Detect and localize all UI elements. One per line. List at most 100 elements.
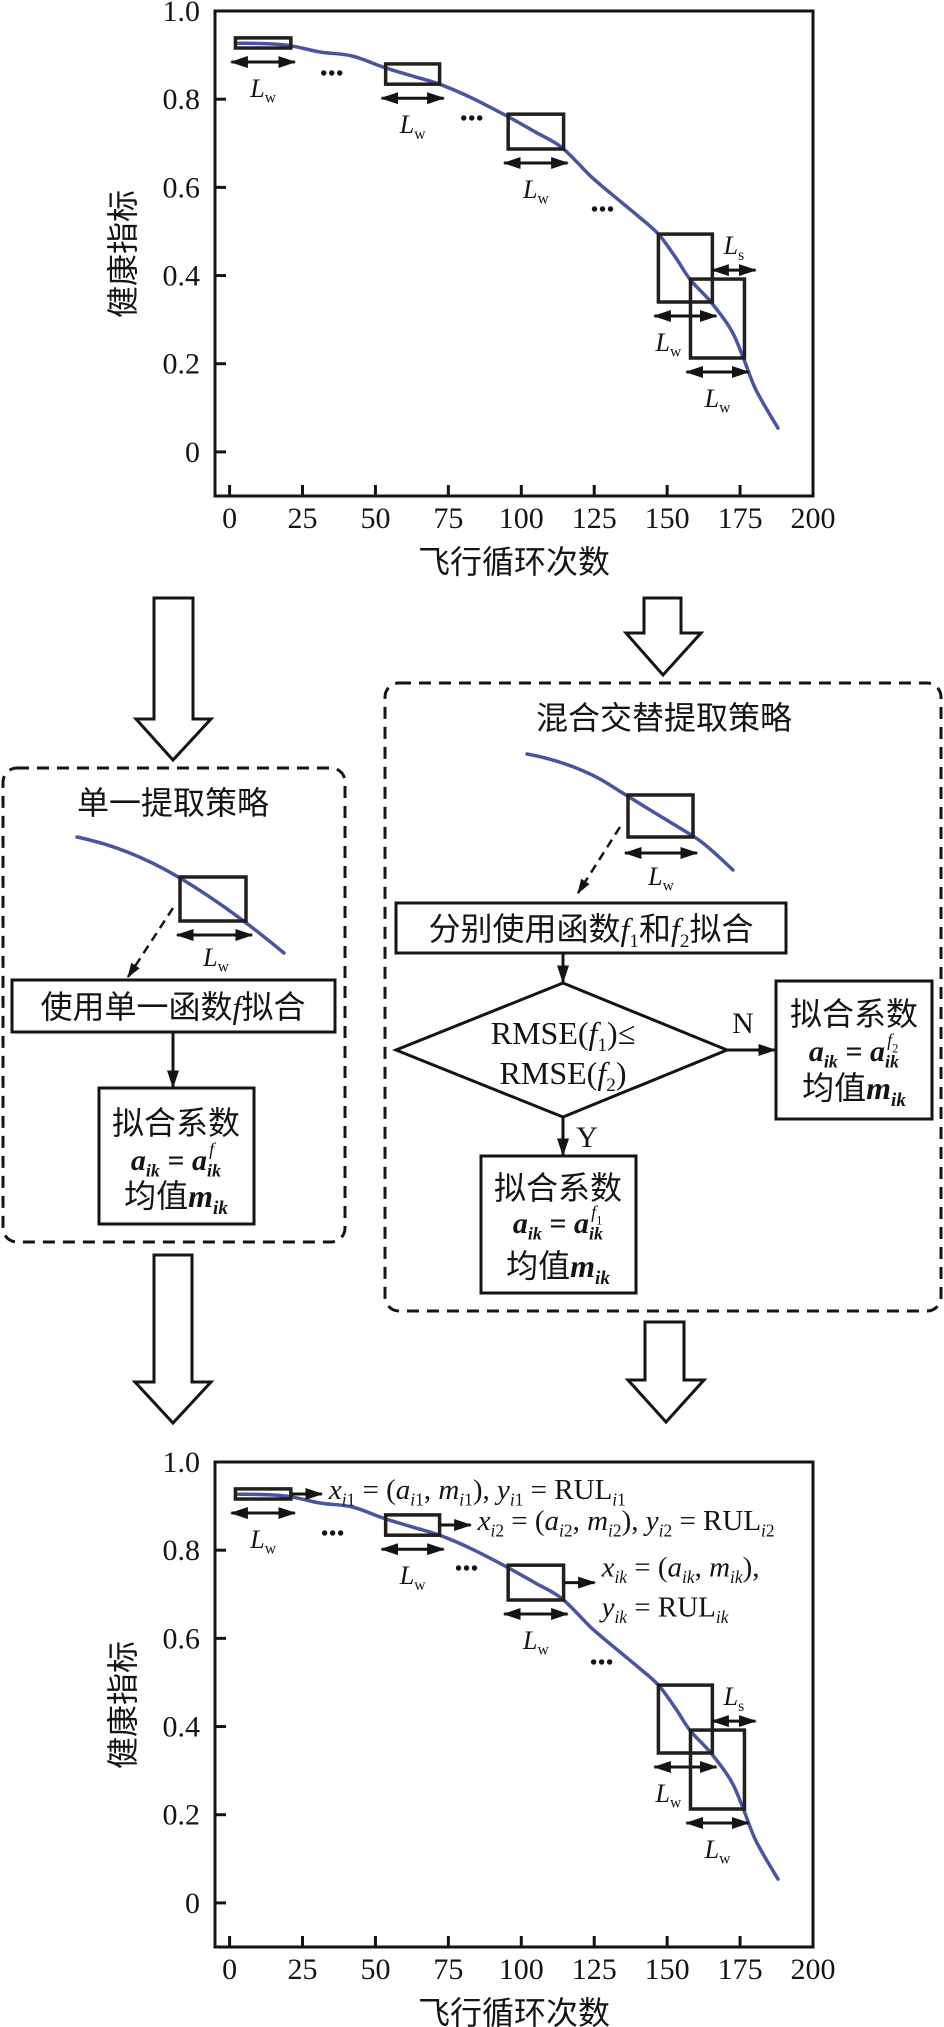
y-tick-label: 0 (185, 436, 200, 469)
text-segment: m (570, 1248, 595, 1284)
ellipsis-mark: ••• (460, 108, 484, 130)
text-segment: w (670, 344, 682, 361)
x-tick-label: 50 (360, 502, 390, 535)
text-segment: 拟合 (689, 911, 753, 947)
text-segment: a (574, 1207, 589, 1240)
text-segment: w (414, 1577, 426, 1594)
text-segment: i (659, 1520, 664, 1540)
text-segment: a (192, 1144, 207, 1177)
x-tick-label: 100 (499, 1953, 544, 1986)
result-box-f1 (479, 1154, 638, 1295)
text-segment: 拟合系数 (112, 1105, 240, 1141)
text-segment: L (249, 74, 264, 103)
window-length-label: Lw (522, 175, 549, 208)
text-segment: i (612, 1489, 617, 1509)
text-segment: i (559, 1520, 564, 1540)
x-tick-label: 0 (222, 502, 237, 535)
ellipsis-mark: ••• (455, 1558, 479, 1580)
text-segment: 拟合 (241, 989, 305, 1025)
text-segment: 1 (347, 1489, 356, 1509)
window-box (688, 1728, 747, 1811)
text-segment: 1 (515, 1489, 524, 1509)
hybrid-strategy-dashed-border (383, 681, 943, 1313)
text-segment: ik (146, 1161, 160, 1181)
text-segment: = (838, 1035, 870, 1068)
x-tick-label: 200 (791, 1953, 836, 1986)
single-result-box (97, 1086, 256, 1226)
result-title: 拟合系数 (790, 996, 918, 1032)
text-segment: i (490, 1520, 495, 1540)
ellipsis-mark: ••• (591, 199, 615, 221)
text-segment: ), (743, 1552, 760, 1584)
text-segment: 和 (639, 911, 671, 947)
window-box (506, 1563, 566, 1602)
y-tick-label: 0.8 (163, 1534, 201, 1567)
text-segment: 均值 (124, 1178, 188, 1214)
decision-condition-line2: RMSE(f2) (500, 1055, 627, 1096)
x-tick-label: 125 (572, 502, 617, 535)
text-segment: m (587, 1505, 608, 1537)
text-segment: = ( (504, 1505, 545, 1537)
text-segment: L (704, 1835, 719, 1864)
x-tick-label: 150 (645, 502, 690, 535)
window-box (688, 277, 747, 360)
x-tick-label: 125 (572, 1953, 617, 1986)
text-segment: ik (682, 1567, 695, 1587)
x-axis-title: 飞行循环次数 (418, 544, 610, 580)
text-segment: L (399, 110, 414, 139)
mini-health-curve (525, 752, 735, 872)
text-segment: ik (730, 1567, 743, 1587)
text-segment: a (668, 1552, 683, 1584)
text-segment: L (723, 1682, 738, 1711)
window-box (383, 62, 442, 86)
decision-condition-line1: RMSE(f1)≤ (491, 1015, 636, 1056)
text-segment: ik (213, 1198, 228, 1219)
text-segment: x (328, 1474, 342, 1506)
text-segment: w (218, 959, 230, 976)
step-length-label: Ls (723, 1682, 745, 1715)
y-tick-label: 0.4 (163, 260, 201, 293)
text-segment: m (866, 1070, 891, 1106)
text-segment: )≤ (607, 1015, 635, 1051)
y-tick-label: 0.6 (163, 171, 201, 204)
result-box-f2 (774, 979, 934, 1121)
x-tick-label: 0 (222, 1953, 237, 1986)
x-tick-label: 200 (791, 502, 836, 535)
text-segment: ik (595, 1268, 610, 1289)
text-segment: = (160, 1144, 192, 1177)
text-segment: ik (589, 1224, 603, 1244)
window-length-label: Lw (249, 1525, 276, 1558)
text-segment: 1 (629, 931, 639, 952)
window-length-label: Lw (655, 328, 682, 361)
hollow-down-arrow-to-single-strategy (132, 596, 215, 763)
text-segment: L (647, 862, 662, 891)
text-segment: a (870, 1035, 885, 1068)
x-tick-label: 25 (288, 502, 318, 535)
text-segment: = ( (627, 1552, 668, 1584)
text-segment: w (537, 191, 549, 208)
window-length-label: Lw (399, 1561, 426, 1594)
text-segment: i (410, 1489, 415, 1509)
text-segment: x (477, 1505, 491, 1537)
y-tick-label: 0 (185, 1887, 200, 1920)
x-tick-label: 75 (433, 1953, 463, 1986)
y-axis-title: 健康指标 (105, 190, 141, 318)
window-length-label: Lw (704, 384, 731, 417)
x-tick-label: 175 (718, 1953, 763, 1986)
text-segment: L (723, 231, 738, 260)
feature-annotation-line: xi2 = (ai2, mi2), yi2 = RULi2 (477, 1505, 775, 1540)
text-segment: ik (891, 1090, 906, 1111)
text-segment: i (342, 1489, 347, 1509)
plot-frame (213, 9, 815, 498)
hollow-down-arrow-from-hybrid-strategy (624, 1320, 708, 1425)
mini-window-box (178, 875, 248, 923)
text-segment: 2 (663, 1520, 672, 1540)
y-tick-label: 0.4 (163, 1711, 201, 1744)
result-coefficient-formula: aik = aikf (131, 1139, 221, 1181)
text-segment: 1 (464, 1489, 473, 1509)
result-coefficient-formula: aik = aikf2 (809, 1030, 899, 1072)
text-segment: , (573, 1505, 588, 1537)
text-segment: a (396, 1474, 411, 1506)
